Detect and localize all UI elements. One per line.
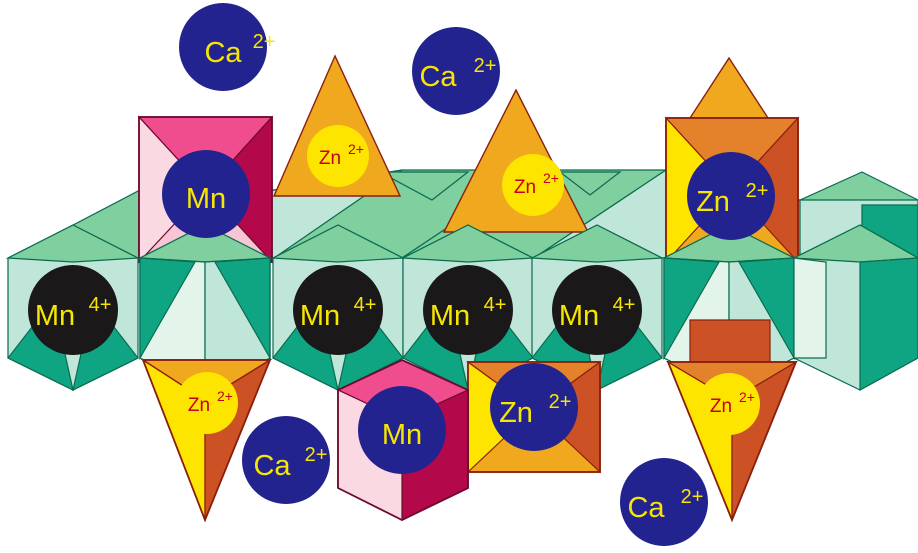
svg-text:4+: 4+ — [484, 294, 507, 316]
sheet-facet — [379, 171, 470, 201]
sheet-facet — [558, 171, 622, 196]
sheet-facet — [529, 224, 665, 263]
mn4-ion: Mn 4+ — [423, 265, 513, 355]
zn-ion: Zn 2+ — [490, 363, 578, 451]
sheet-facet — [139, 257, 196, 361]
svg-text:Ca: Ca — [204, 37, 242, 69]
mn-ion: Mn — [358, 386, 446, 474]
sheet-facet — [5, 224, 141, 263]
ca-ion: Ca 2+ — [620, 458, 708, 546]
svg-text:Mn: Mn — [382, 419, 422, 451]
zn-ion: Zn 2+ — [502, 154, 564, 216]
mn4-ion: Mn 4+ — [293, 265, 383, 355]
sheet-facet — [663, 257, 720, 361]
mn4-ion: Mn 4+ — [28, 265, 118, 355]
mn-ion: Mn — [162, 150, 250, 238]
ca-ion: Ca 2+ — [412, 27, 500, 115]
sheet-facet — [859, 257, 918, 392]
svg-text:Ca: Ca — [253, 450, 291, 482]
zn-ion: Zn 2+ — [176, 372, 238, 434]
svg-text:Mn: Mn — [186, 183, 226, 215]
svg-text:4+: 4+ — [354, 294, 377, 316]
zn-ion: Zn 2+ — [307, 125, 369, 187]
svg-text:2+: 2+ — [474, 55, 497, 77]
zn-ion: Zn 2+ — [687, 152, 775, 240]
svg-text:Mn: Mn — [300, 300, 340, 332]
svg-text:Zn: Zn — [188, 395, 210, 416]
svg-text:4+: 4+ — [89, 294, 112, 316]
zn-ion: Zn 2+ — [698, 373, 760, 435]
svg-text:2+: 2+ — [746, 180, 769, 202]
svg-text:Mn: Mn — [430, 300, 470, 332]
svg-text:Zn: Zn — [319, 148, 341, 169]
svg-text:2+: 2+ — [681, 486, 704, 508]
svg-text:Zn: Zn — [499, 397, 533, 429]
svg-text:Zn: Zn — [710, 396, 732, 417]
svg-text:Ca: Ca — [627, 492, 665, 524]
svg-text:2+: 2+ — [305, 444, 328, 466]
sheet-facet — [793, 257, 827, 359]
svg-text:2+: 2+ — [253, 31, 276, 53]
sheet-facet — [791, 224, 918, 263]
mn4-ion: Mn 4+ — [552, 265, 642, 355]
svg-text:2+: 2+ — [543, 170, 559, 186]
svg-text:2+: 2+ — [549, 391, 572, 413]
sheet-facet — [214, 257, 271, 361]
svg-text:2+: 2+ — [217, 388, 233, 404]
svg-text:Mn: Mn — [35, 300, 75, 332]
svg-text:Mn: Mn — [559, 300, 599, 332]
svg-text:2+: 2+ — [739, 389, 755, 405]
svg-text:4+: 4+ — [613, 294, 636, 316]
ca-ion: Ca 2+ — [179, 3, 275, 91]
svg-text:Zn: Zn — [514, 177, 536, 198]
svg-text:Ca: Ca — [419, 61, 457, 93]
svg-text:2+: 2+ — [348, 141, 364, 157]
ions-layer: Ca 2+ Ca 2+ Ca 2+ Ca 2+ Zn 2+ Zn 2+ — [28, 3, 775, 546]
ca-ion: Ca 2+ — [242, 416, 330, 504]
svg-text:Zn: Zn — [696, 186, 730, 218]
